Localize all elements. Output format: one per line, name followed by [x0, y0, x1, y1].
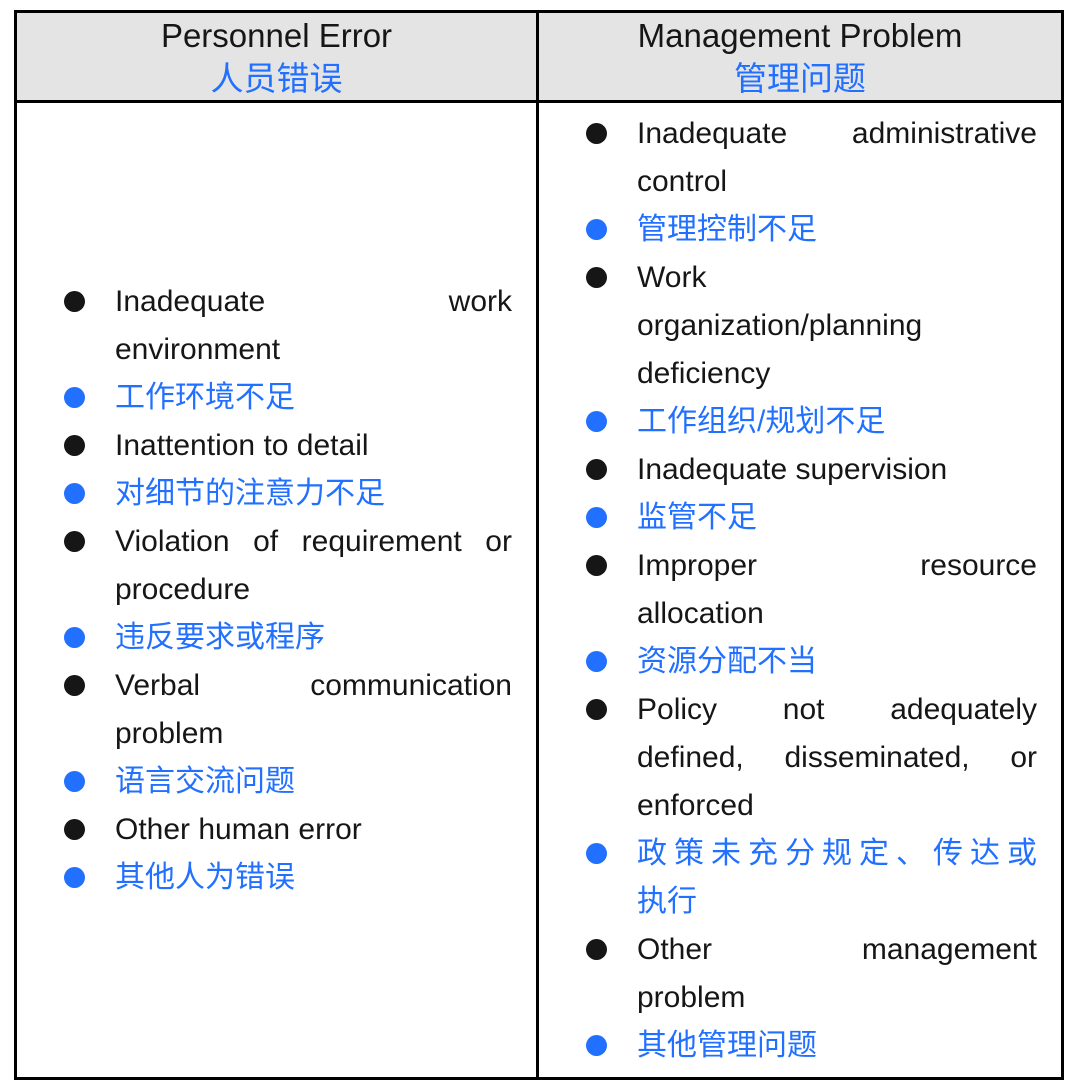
bullet-icon [64, 819, 85, 840]
item-text: 其他人为错误 [115, 861, 295, 894]
header-title-en: Personnel Error [160, 16, 393, 54]
bullet-icon [64, 483, 85, 504]
list-item: 管理控制不足 [539, 206, 1061, 254]
column-header-personnel-error: Personnel Error 人员错误 [17, 13, 539, 103]
item-text: 工作组织/规划不足 [637, 405, 886, 438]
list-item: 其他管理问题 [539, 1022, 1061, 1070]
list-item: Other human error [17, 806, 536, 854]
bullet-icon [64, 627, 85, 648]
bullet-icon [586, 123, 607, 144]
item-text: 政策未充分规定、传达或执行 [637, 837, 1037, 918]
list-item: 资源分配不当 [539, 638, 1061, 686]
bullet-icon [586, 555, 607, 576]
bullet-icon [64, 531, 85, 552]
list-item: 违反要求或程序 [17, 614, 536, 662]
bullet-icon [64, 771, 85, 792]
header-title-en: Management Problem [637, 16, 963, 54]
bilingual-cause-table: Personnel Error 人员错误 Management Problem … [14, 10, 1064, 1080]
item-text: Inadequate supervision [637, 453, 948, 486]
bullet-icon [586, 267, 607, 288]
item-text: 监管不足 [637, 501, 757, 534]
bullet-icon [64, 675, 85, 696]
item-text: 资源分配不当 [637, 645, 817, 678]
list-item: 工作环境不足 [17, 374, 536, 422]
bullet-icon [586, 459, 607, 480]
bullet-icon [64, 291, 85, 312]
item-text: 语言交流问题 [115, 765, 295, 798]
list-item: 工作组织/规划不足 [539, 398, 1061, 446]
bullet-icon [586, 939, 607, 960]
bullet-icon [586, 843, 607, 864]
bullet-icon [586, 507, 607, 528]
item-text: 违反要求或程序 [115, 621, 325, 654]
bullet-icon [64, 387, 85, 408]
list-item: 语言交流问题 [17, 758, 536, 806]
item-text: 工作环境不足 [115, 381, 295, 414]
list-item: Inattention to detail [17, 422, 536, 470]
list-item: 对细节的注意力不足 [17, 470, 536, 518]
bullet-icon [586, 411, 607, 432]
item-text: 其他管理问题 [637, 1029, 817, 1062]
header-title-zh: 人员错误 [210, 59, 343, 97]
item-text: 管理控制不足 [637, 213, 817, 246]
list-item: 监管不足 [539, 494, 1061, 542]
bullet-icon [586, 1035, 607, 1056]
bullet-icon [586, 219, 607, 240]
list-item: 其他人为错误 [17, 854, 536, 902]
bullet-icon [64, 867, 85, 888]
header-title-zh: 管理问题 [734, 59, 866, 97]
bullet-icon [64, 435, 85, 456]
list-item: Inadequate supervision [539, 446, 1061, 494]
item-text: Inattention to detail [115, 429, 369, 462]
bullet-icon [586, 651, 607, 672]
bullet-icon [586, 699, 607, 720]
item-text: 对细节的注意力不足 [115, 477, 385, 510]
list-item: 政策未充分规定、传达或执行 [539, 830, 1061, 926]
item-text: Other human error [115, 813, 362, 846]
column-header-management-problem: Management Problem 管理问题 [539, 13, 1061, 103]
